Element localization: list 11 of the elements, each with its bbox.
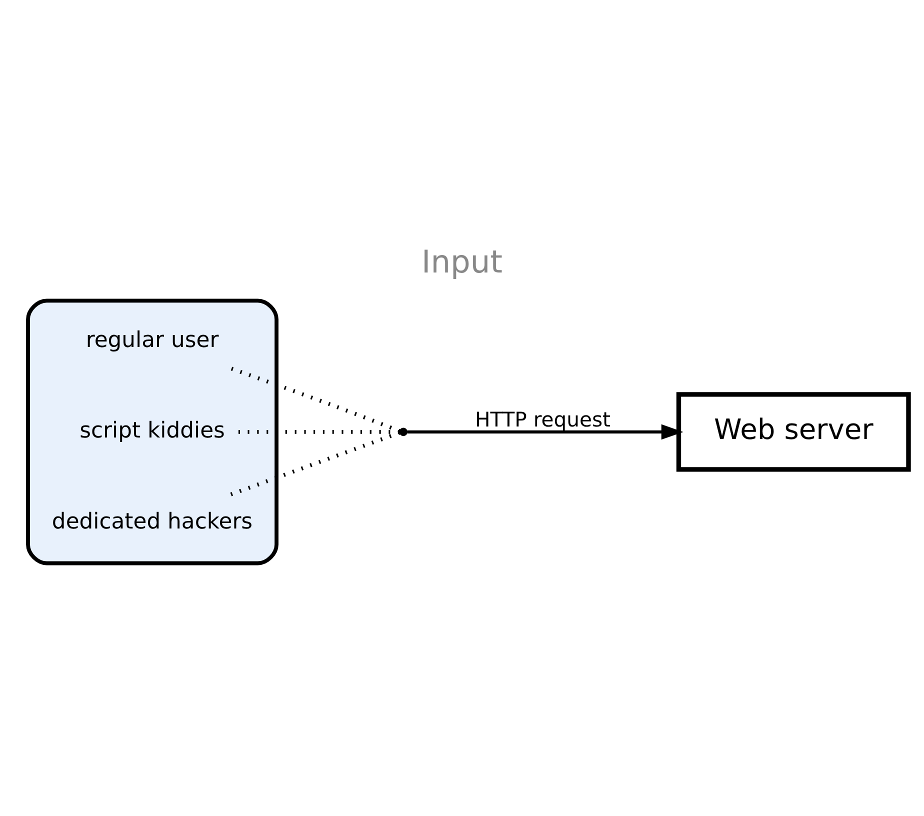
node-point [399, 427, 408, 436]
connector [230, 430, 400, 496]
node-text: regular user [86, 328, 219, 353]
node-text: dedicated hackers [52, 508, 253, 534]
node-text: script kiddies [80, 418, 225, 444]
connector [230, 366, 400, 432]
diagram-title: Input [422, 244, 502, 280]
edge-label: HTTP request [474, 406, 611, 431]
arrow [407, 424, 684, 440]
cluster [26, 298, 278, 565]
node-box: Web server [676, 392, 911, 472]
